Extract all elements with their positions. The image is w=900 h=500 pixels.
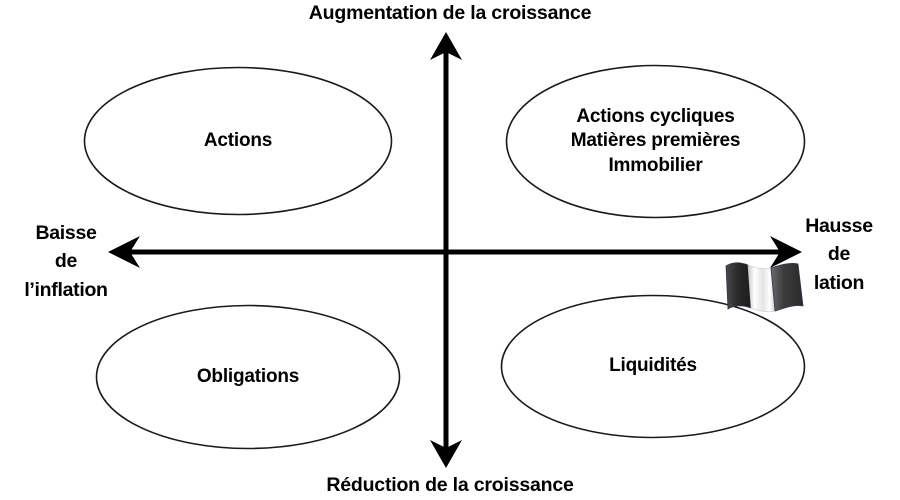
axis-label-right-line2: de bbox=[827, 243, 851, 266]
axis-label-left-line3: l’inflation bbox=[24, 278, 108, 301]
axis-label-bottom: Réduction de la croissance bbox=[326, 474, 574, 496]
quadrant-top-left: Actions bbox=[83, 66, 393, 216]
axis-label-left-line2: de bbox=[54, 250, 78, 273]
axis-label-right-line3: lation bbox=[813, 271, 865, 294]
axis-label-left-line1: Baisse bbox=[35, 222, 97, 244]
quadrant-bottom-right: Liquidités bbox=[500, 294, 806, 439]
ellipse-shape bbox=[505, 64, 806, 219]
quadrant-top-right-label: Actions cycliques Matières premières Imm… bbox=[570, 106, 741, 176]
arrow-down-icon bbox=[430, 440, 462, 468]
axis-label-right: Hausse de lation bbox=[786, 212, 892, 297]
axis-label-left: Baisse de l’inflation bbox=[10, 219, 122, 304]
quadrant-top-right: Actions cycliques Matières premières Imm… bbox=[505, 64, 806, 219]
quadrant-bottom-right-label: Liquidités bbox=[609, 355, 697, 377]
ellipse-shape bbox=[83, 66, 393, 216]
axis-label-right-line1: Hausse bbox=[805, 215, 873, 237]
quadrant-bottom-left-label: Obligations bbox=[196, 365, 300, 387]
axis-label-top: Augmentation de la croissance bbox=[308, 2, 592, 24]
flag-icon bbox=[724, 260, 810, 314]
ellipse-shape bbox=[500, 294, 806, 439]
ellipse-shape bbox=[95, 304, 401, 450]
quadrant-bottom-left: Obligations bbox=[95, 304, 401, 450]
arrow-right-icon bbox=[770, 236, 802, 268]
quadrant-top-left-label: Actions bbox=[203, 129, 273, 151]
arrow-left-icon bbox=[108, 236, 140, 268]
arrow-up-icon bbox=[430, 32, 462, 60]
flag-icon-shape bbox=[725, 262, 804, 313]
